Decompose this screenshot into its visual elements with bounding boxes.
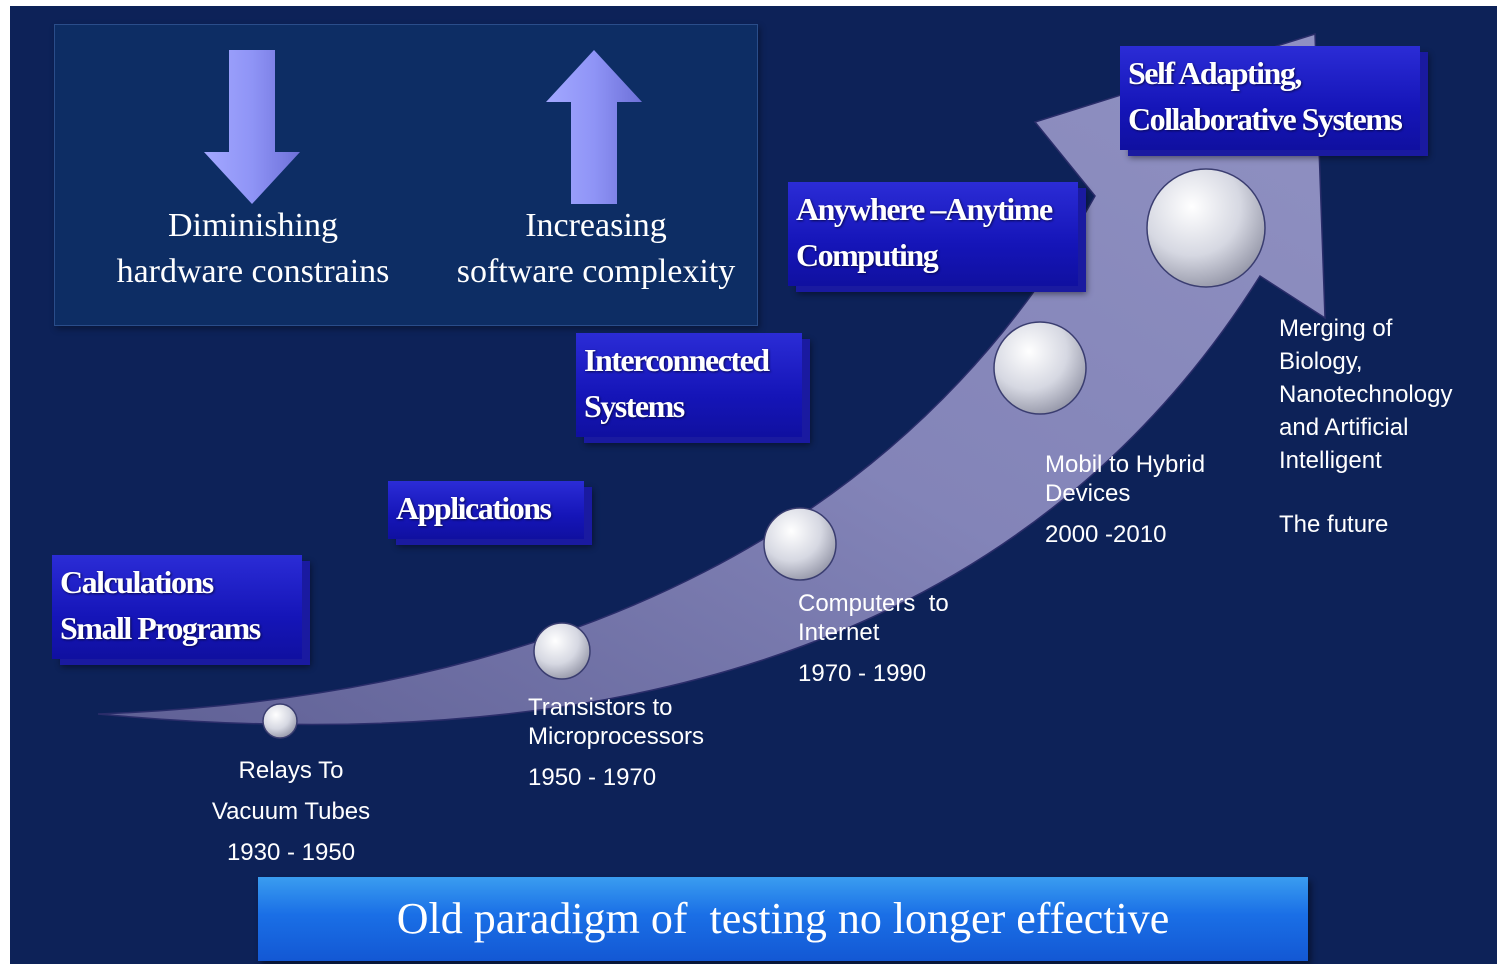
milestone-mobile-line-1: Mobil to Hybrid	[1045, 451, 1206, 478]
era-calculations-line-2: Small Programs	[60, 610, 261, 646]
era-anywhere-line-1: Anywhere –Anytime	[796, 191, 1053, 227]
era-interconnected-line-1: Interconnected	[584, 342, 770, 378]
era-calculations: Calculations Small Programs	[52, 555, 302, 659]
milestone-future-line-3: Nanotechnology	[1279, 381, 1453, 408]
software-caption-line-1: Increasing	[525, 207, 667, 244]
sphere-1	[262, 703, 298, 739]
footer-text: Old paradigm of testing no longer effect…	[396, 894, 1170, 943]
era-anywhere: Anywhere –Anytime Computing	[788, 182, 1078, 286]
software-caption-line-2: software complexity	[456, 253, 736, 290]
era-applications-line-1: Applications	[396, 490, 552, 526]
milestone-computers-line-1: Computers to	[798, 590, 949, 617]
era-calculations-line-1: Calculations	[60, 564, 214, 600]
milestone-future-line-2: Biology,	[1279, 348, 1363, 375]
era-self-adapting-line-1: Self Adapting,	[1128, 55, 1302, 91]
arrow-down-icon	[204, 50, 300, 204]
milestone-mobile-period: 2000 -2010	[1045, 521, 1167, 548]
milestone-relays-line-1: Relays To	[238, 757, 344, 784]
milestone-computers-line-2: Internet	[798, 619, 880, 646]
milestone-future-line-4: and Artificial	[1279, 414, 1409, 441]
milestone-relays-period: 1930 - 1950	[226, 839, 356, 866]
milestone-relays-line-2: Vacuum Tubes	[211, 798, 371, 825]
milestone-future-period: The future	[1279, 511, 1389, 538]
milestone-relays: Relays To Vacuum Tubes 1930 - 1950	[190, 750, 392, 873]
era-self-adapting-line-2: Collaborative Systems	[1128, 101, 1403, 137]
sphere-3	[763, 507, 837, 581]
milestone-transistors-line-2: Microprocessors	[528, 723, 705, 750]
era-interconnected-line-2: Systems	[584, 388, 685, 424]
milestone-mobile-line-2: Devices	[1045, 480, 1131, 507]
slide: Diminishing hardware constrains Increasi…	[10, 6, 1497, 964]
milestone-mobile: Mobil to Hybrid Devices 2000 -2010	[1045, 450, 1205, 549]
constraints-panel: Diminishing hardware constrains Increasi…	[54, 24, 758, 326]
era-interconnected: Interconnected Systems	[576, 333, 802, 437]
hardware-caption: Diminishing hardware constrains	[55, 203, 451, 295]
sphere-2	[533, 622, 591, 680]
milestone-computers: Computers to Internet 1970 - 1990	[798, 589, 949, 688]
hardware-caption-line-2: hardware constrains	[116, 253, 390, 290]
milestone-future-line-1: Merging of	[1279, 315, 1393, 342]
footer-banner: Old paradigm of testing no longer effect…	[258, 877, 1308, 961]
software-caption: Increasing software complexity	[437, 203, 755, 295]
milestone-computers-period: 1970 - 1990	[798, 660, 927, 687]
era-self-adapting: Self Adapting, Collaborative Systems	[1120, 46, 1420, 150]
milestone-future-line-5: Intelligent	[1279, 447, 1382, 474]
era-anywhere-line-2: Computing	[796, 237, 939, 273]
milestone-spheres	[262, 168, 1266, 739]
sphere-4	[993, 321, 1087, 415]
milestone-future: Merging of Biology, Nanotechnology and A…	[1279, 312, 1452, 541]
era-applications: Applications	[388, 481, 584, 539]
milestone-transistors-line-1: Transistors to	[528, 694, 673, 721]
milestone-transistors: Transistors to Microprocessors 1950 - 19…	[528, 693, 704, 792]
arrow-up-icon	[546, 50, 642, 204]
sphere-5	[1146, 168, 1266, 288]
hardware-caption-line-1: Diminishing	[167, 207, 339, 244]
milestone-transistors-period: 1950 - 1970	[528, 764, 657, 791]
